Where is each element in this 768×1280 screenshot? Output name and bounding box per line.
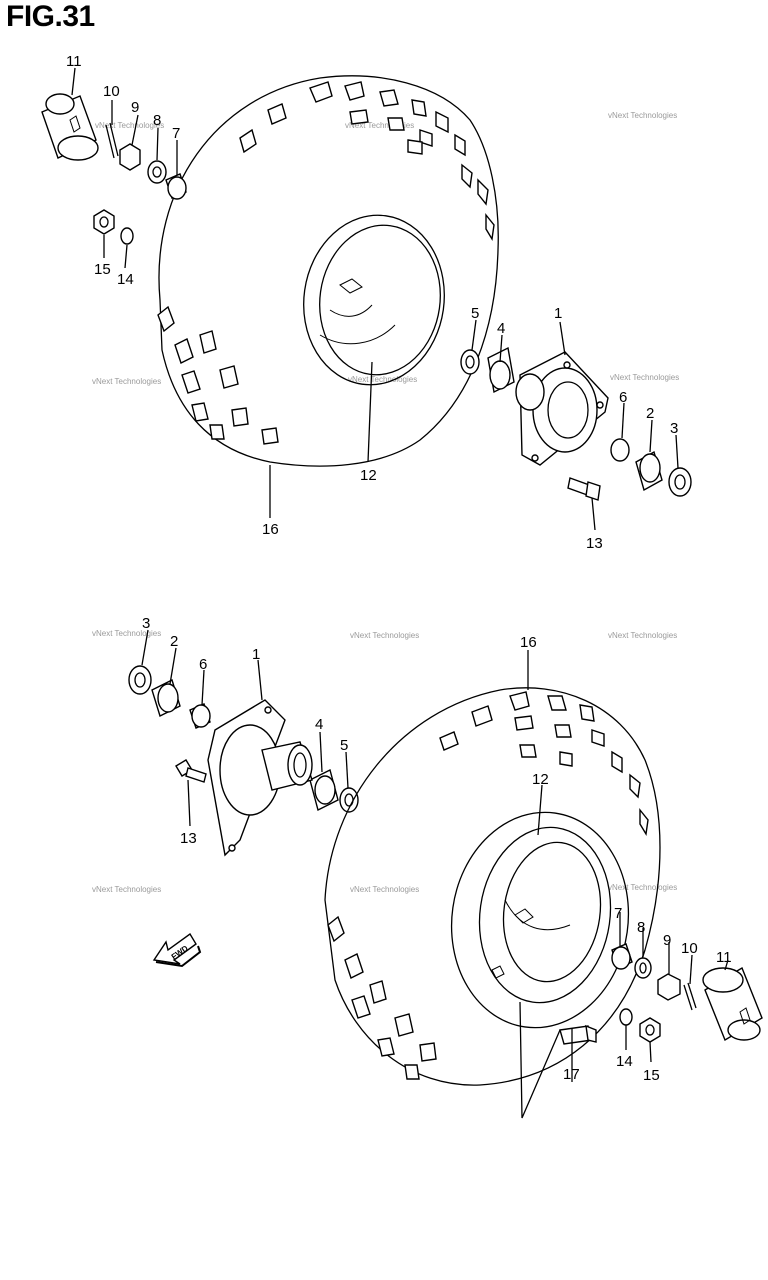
callout-label: 11 <box>66 53 82 70</box>
bearings-top <box>460 346 692 497</box>
cotter-pin-top <box>105 122 119 159</box>
callout-label: 4 <box>315 716 323 733</box>
callout-label: 14 <box>117 271 134 288</box>
callout-label: 10 <box>681 940 698 957</box>
callout-label: 14 <box>616 1053 633 1070</box>
callout-label: 2 <box>646 405 654 422</box>
washer-top <box>147 160 167 184</box>
lug-nut-bottom <box>639 1017 661 1043</box>
callout-label: 1 <box>554 305 562 322</box>
watermark: vNext Technologies <box>345 121 414 130</box>
callout-label: 8 <box>153 112 161 129</box>
lug-washer-top <box>120 227 134 245</box>
bolt-top <box>567 477 601 501</box>
callout-label: 5 <box>471 305 479 322</box>
callouts-bottom: 3 2 6 1 4 5 13 16 12 7 8 9 10 11 14 15 1… <box>142 615 732 1084</box>
callout-label: 4 <box>497 320 505 337</box>
hub-top <box>515 351 609 466</box>
callout-label: 15 <box>94 261 111 278</box>
watermark: vNext Technologies <box>92 377 161 386</box>
nut-top <box>119 143 141 171</box>
callout-label: 9 <box>663 932 671 949</box>
watermark: vNext Technologies <box>350 631 419 640</box>
callout-label: 1 <box>252 646 260 663</box>
watermark: vNext Technologies <box>95 121 164 130</box>
callout-label: 6 <box>199 656 207 673</box>
watermark: vNext Technologies <box>350 885 419 894</box>
figure-title: FIG.31 <box>6 0 95 33</box>
callouts-top: 11 10 9 8 7 15 14 5 4 1 6 2 3 12 16 13 <box>66 53 678 552</box>
callout-label: 5 <box>340 737 348 754</box>
callout-label: 3 <box>670 420 678 437</box>
leader-lines-bottom <box>141 629 729 1119</box>
watermark: vNext Technologies <box>608 883 677 892</box>
watermark: vNext Technologies <box>92 629 161 638</box>
watermarks: vNext Technologies vNext Technologies vN… <box>92 111 679 894</box>
valve-stem <box>559 1024 597 1045</box>
callout-label: 2 <box>170 633 178 650</box>
washer-bottom <box>634 957 652 979</box>
callout-label: 13 <box>586 535 603 552</box>
top-wheel-assembly: 11 10 9 8 7 15 14 5 4 1 6 2 3 12 16 13 <box>41 53 692 552</box>
nut-bottom <box>657 973 681 1001</box>
callout-label: 9 <box>131 99 139 116</box>
callout-label: 11 <box>716 949 732 966</box>
callout-label: 7 <box>172 125 180 142</box>
fwd-arrow: FWD <box>152 932 202 968</box>
lug-washer-bottom <box>619 1008 633 1026</box>
bearings-bottom <box>128 665 359 813</box>
watermark: vNext Technologies <box>610 373 679 382</box>
watermark: vNext Technologies <box>608 631 677 640</box>
callout-label: 7 <box>614 905 622 922</box>
callout-label: 6 <box>619 389 627 406</box>
cotter-pin-bottom <box>683 982 697 1011</box>
tire-bottom <box>324 687 661 1086</box>
callout-label: 17 <box>563 1066 580 1083</box>
watermark: vNext Technologies <box>348 375 417 384</box>
callout-label: 15 <box>643 1067 660 1084</box>
callout-label: 8 <box>637 919 645 936</box>
bolt-bottom <box>175 759 207 783</box>
callout-label: 16 <box>520 634 537 651</box>
watermark: vNext Technologies <box>608 111 677 120</box>
hub-cap-top <box>41 93 99 161</box>
hub-bottom <box>207 699 313 857</box>
callout-label: 12 <box>532 771 549 788</box>
watermark: vNext Technologies <box>92 885 161 894</box>
hub-cap-bottom <box>702 966 763 1042</box>
tire-top <box>157 75 499 467</box>
bottom-wheel-assembly: FWD 3 2 6 1 <box>128 615 763 1119</box>
callout-label: 13 <box>180 830 197 847</box>
callout-label: 10 <box>103 83 120 100</box>
callout-label: 3 <box>142 615 150 632</box>
lug-nut-top <box>93 209 115 235</box>
callout-label: 16 <box>262 521 279 538</box>
leader-lines-top <box>71 67 679 531</box>
callout-label: 12 <box>360 467 377 484</box>
